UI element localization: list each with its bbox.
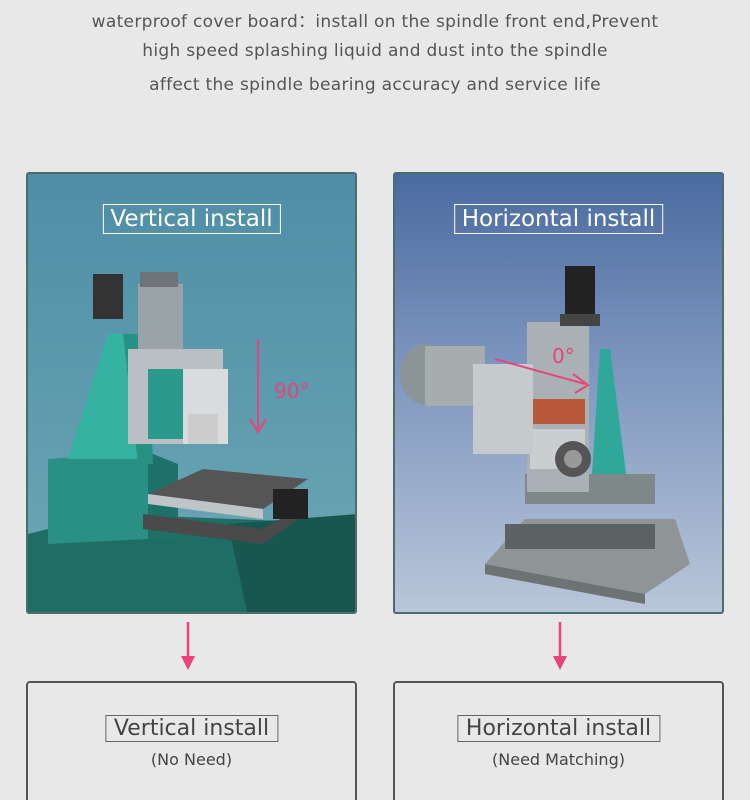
vertical-install-result: Vertical install (No Need) <box>26 681 357 800</box>
horizontal-install-panel: Horizontal install 0° <box>393 172 724 614</box>
vertical-install-panel: Vertical install 90° <box>26 172 357 614</box>
intro-line-1: waterproof cover board：install on the sp… <box>91 12 659 32</box>
horizontal-result-title: Horizontal install <box>456 715 661 742</box>
vertical-angle-label: 90° <box>274 379 310 403</box>
intro-line-3: affect the spindle bearing accuracy and … <box>149 75 601 95</box>
spindle-motor <box>138 284 183 349</box>
cross-table <box>148 469 308 509</box>
machine-column <box>590 349 630 504</box>
down-arrow-right-icon <box>553 622 567 670</box>
horizontal-install-result: Horizontal install (Need Matching) <box>393 681 724 800</box>
horizontal-angle-label: 0° <box>552 344 575 368</box>
horizontal-machine-illustration <box>400 266 690 604</box>
vertical-machine-illustration <box>28 272 355 612</box>
vertical-result-title: Vertical install <box>104 715 279 742</box>
intro-line-2: high speed splashing liquid and dust int… <box>142 41 608 61</box>
vertical-install-title: Vertical install <box>102 204 281 234</box>
machine-column <box>68 334 138 459</box>
horizontal-install-title: Horizontal install <box>453 204 664 234</box>
machine-base <box>48 452 148 544</box>
down-arrow-left-icon <box>181 622 195 670</box>
vertical-result-note: (No Need) <box>150 750 233 769</box>
horizontal-result-note: (Need Matching) <box>492 750 625 769</box>
